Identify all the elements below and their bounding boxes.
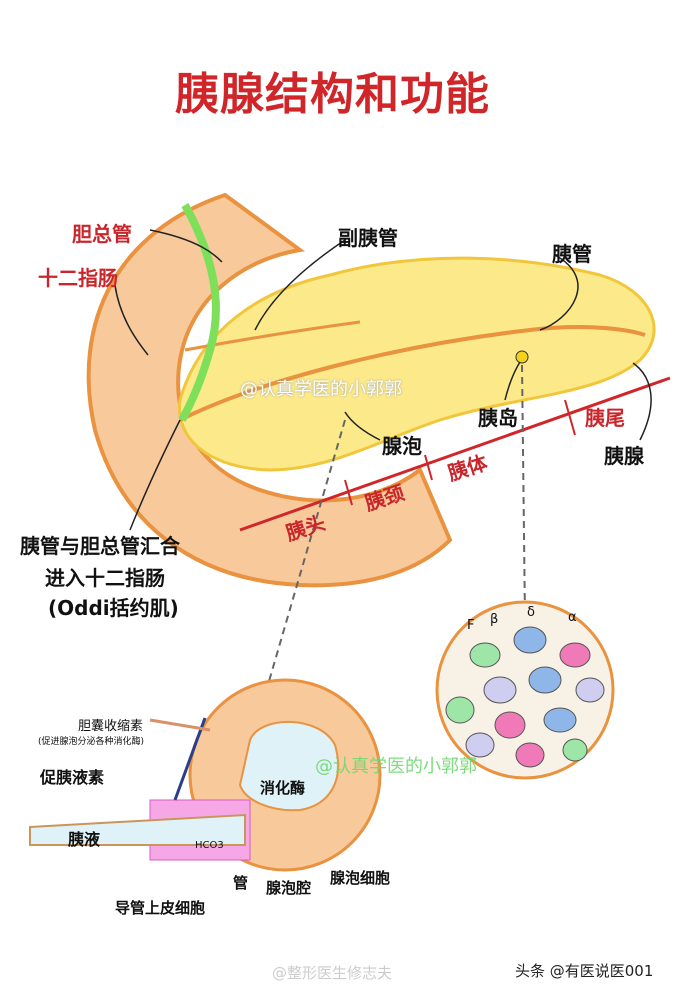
watermark-weibo: @整形医生修志夫 bbox=[272, 964, 393, 982]
label-junction-2: 进入十二指肠 bbox=[45, 566, 165, 590]
label-duodenum: 十二指肠 bbox=[38, 266, 118, 290]
islet-cell-alpha: α bbox=[568, 610, 577, 625]
bile-duct bbox=[178, 203, 220, 422]
footer-credit: 头条 @有医说医001 bbox=[515, 962, 654, 980]
label-lumen: 腺泡腔 bbox=[266, 879, 312, 897]
acinar-lumen bbox=[238, 720, 340, 812]
pancreas-shape bbox=[178, 256, 656, 472]
pancreatic-juice-duct bbox=[29, 813, 246, 846]
duodenum-shape bbox=[86, 192, 453, 588]
label-tail: 胰尾 bbox=[585, 406, 625, 430]
label-pancreas: 胰腺 bbox=[604, 444, 644, 468]
label-secretin: 促胰液素 bbox=[40, 768, 105, 787]
region-axis bbox=[239, 376, 671, 532]
label-junction-3: (Oddi括约肌) bbox=[48, 596, 179, 620]
label-junction-1: 胰管与胆总管汇合 bbox=[20, 534, 180, 558]
label-cck-note: (促进腺泡分泌各种消化酶) bbox=[38, 737, 145, 747]
islet-dot bbox=[515, 350, 529, 364]
label-pancreatic-duct: 胰管 bbox=[552, 242, 592, 266]
secretin-arrow bbox=[173, 717, 207, 801]
watermark: @认真学医的小郭郭 bbox=[240, 379, 402, 400]
label-cck: 胆囊收缩素 bbox=[78, 719, 144, 734]
label-islet: 胰岛 bbox=[478, 406, 518, 430]
label-pancreatic-juice: 胰液 bbox=[68, 830, 101, 849]
watermark: @认真学医的小郭郭 bbox=[315, 756, 477, 777]
label-duct: 管 bbox=[233, 874, 249, 892]
accessory-duct bbox=[184, 320, 361, 352]
islet-cell-delta: δ bbox=[527, 605, 535, 620]
label-acinus: 腺泡 bbox=[382, 434, 422, 458]
pancreatic-duct bbox=[179, 325, 646, 422]
cck-arrow bbox=[149, 718, 211, 732]
label-duct-epithelium: 导管上皮细胞 bbox=[115, 899, 206, 917]
label-acinar-cell: 腺泡细胞 bbox=[330, 869, 391, 887]
page-title: 胰腺结构和功能 bbox=[175, 69, 490, 120]
islet-cell-f: F bbox=[467, 618, 475, 633]
label-bicarbonate: HCO3 bbox=[195, 840, 224, 851]
label-enzymes: 消化酶 bbox=[260, 779, 306, 797]
label-accessory-duct: 副胰管 bbox=[338, 226, 398, 250]
label-common-bile-duct: 胆总管 bbox=[72, 222, 132, 246]
islet-cell-beta: β bbox=[490, 612, 499, 627]
